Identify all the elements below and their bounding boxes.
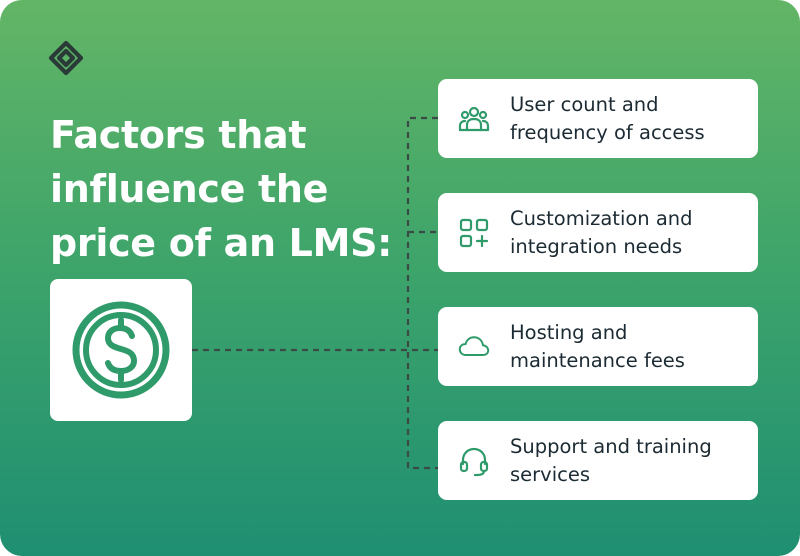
page-title: Factors that influence the price of an L…	[50, 108, 410, 270]
brand-logo-icon	[48, 40, 84, 76]
title-line: Factors that	[50, 113, 307, 157]
title-line: price of an LMS:	[50, 221, 393, 265]
factor-text-line: maintenance fees	[510, 349, 685, 372]
factor-card-support: Support and training services	[438, 421, 758, 500]
price-icon-box	[50, 279, 192, 421]
factor-card-hosting: Hosting and maintenance fees	[438, 307, 758, 386]
factor-label: Hosting and maintenance fees	[510, 319, 750, 375]
factor-text-line: Hosting and	[510, 321, 628, 344]
factor-text-line: integration needs	[510, 235, 683, 258]
factor-label: Support and training services	[510, 433, 750, 489]
factor-card-user-count: User count and frequency of access	[438, 79, 758, 158]
factor-label: User count and frequency of access	[510, 91, 750, 147]
headset-icon	[459, 447, 489, 477]
factor-text-line: services	[510, 463, 591, 486]
dollar-circle-icon	[72, 301, 170, 399]
title-line: influence the	[50, 167, 329, 211]
factor-text-line: frequency of access	[510, 121, 705, 144]
cloud-icon	[458, 336, 490, 356]
users-group-icon	[458, 106, 490, 132]
apps-add-icon	[459, 218, 489, 248]
factor-label: Customization and integration needs	[510, 205, 750, 261]
factor-text-line: User count and	[510, 93, 659, 116]
factor-card-customization: Customization and integration needs	[438, 193, 758, 272]
factor-text-line: Support and training	[510, 435, 712, 458]
factor-text-line: Customization and	[510, 207, 693, 230]
